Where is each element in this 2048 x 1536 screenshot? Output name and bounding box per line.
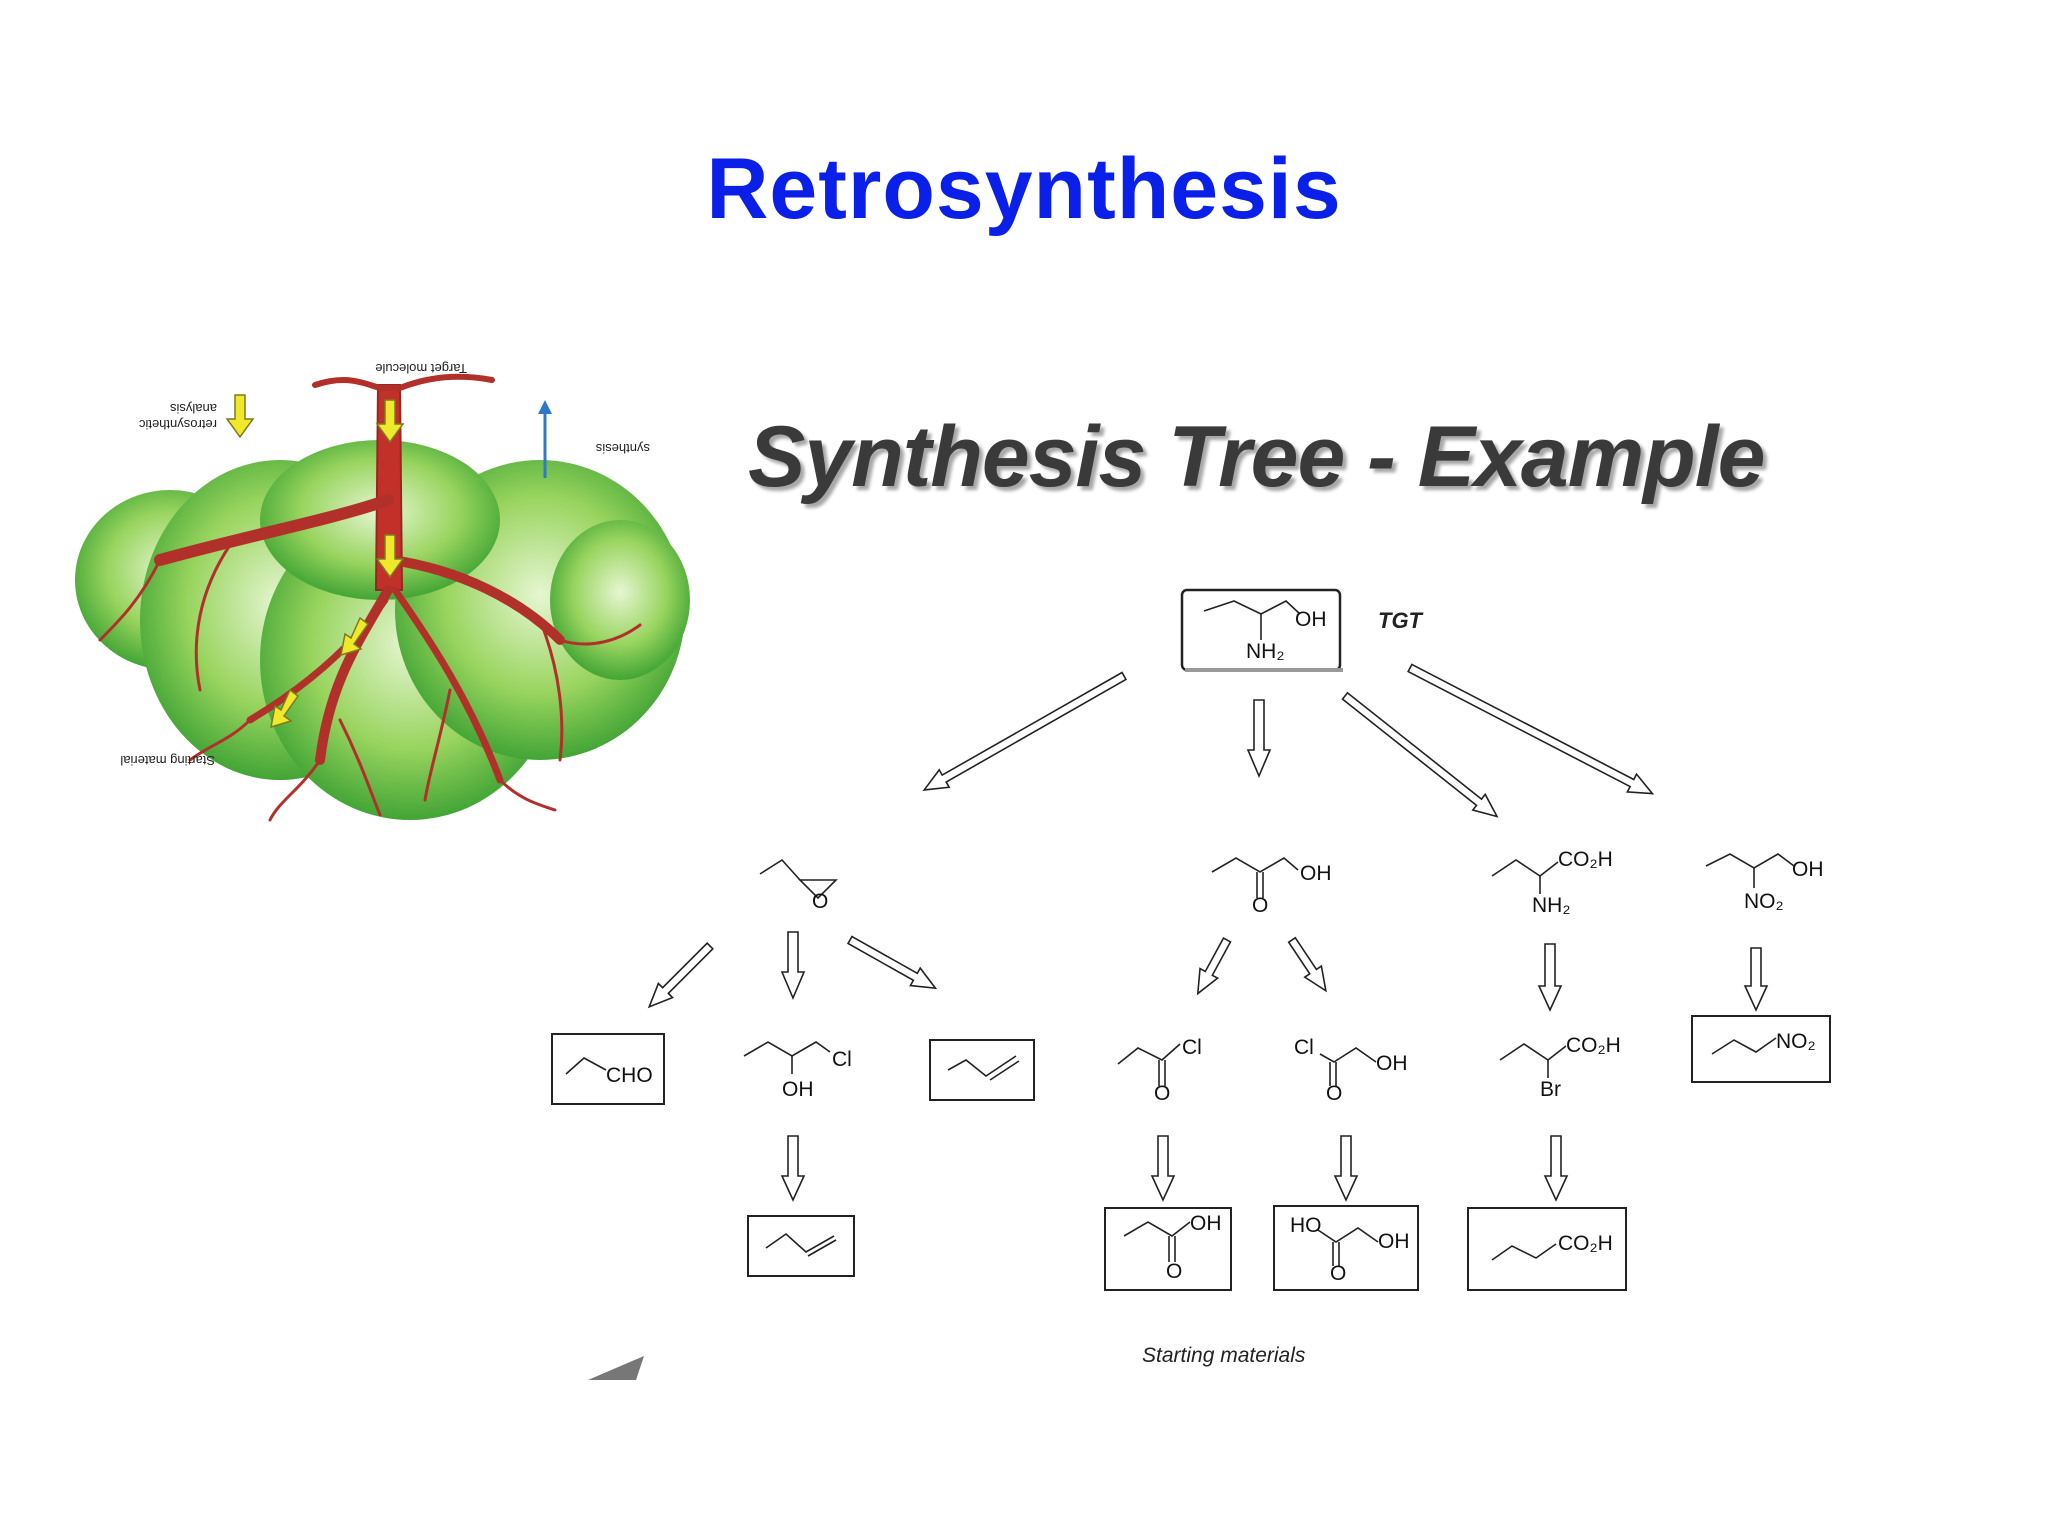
amino-acid-co2h: CO₂H [1558,848,1613,871]
hydroxyketone-molecule: OH O [1211,857,1332,917]
slide-title: Retrosynthesis [706,141,1342,237]
starting-materials-caption: Starting materials [1142,1344,1306,1367]
target-molecule-label: Target molecule [375,361,467,376]
target-nh2: NH₂ [1246,640,1284,663]
butene-molecule-2 [747,1215,855,1277]
chloro-hydroxy-o: O [1326,1082,1342,1105]
foliage [75,440,690,820]
propanoic-acid-molecule: OH O [1104,1207,1232,1291]
stray-mark [588,1356,644,1380]
propanoic-acid-o: O [1166,1260,1182,1283]
bromo-acid-co2h: CO₂H [1566,1034,1621,1057]
nitropropane-molecule: NO₂ [1691,1015,1831,1083]
target-tag: TGT [1378,608,1424,633]
glycolic-acid-ho: HO [1290,1214,1322,1237]
glycolic-acid-oh: OH [1378,1230,1410,1253]
chlorohydrin-molecule: Cl OH [743,1041,852,1101]
starting-material-label: Starting material [120,753,215,768]
bromo-acid-molecule: CO₂H Br [1499,1034,1621,1101]
butene-box-1 [929,1039,1035,1101]
butene-box-2 [747,1215,855,1277]
glycolic-acid-box [1273,1205,1419,1291]
level3-arrows [780,1135,1569,1202]
aldehyde-cho: CHO [606,1064,653,1087]
retro-arrows [225,394,405,729]
target-oh: OH [1295,608,1327,631]
analysis-label: analysis [170,401,217,416]
synthesis-arrow-head-icon [538,400,552,414]
glycolic-acid-molecule: HO OH O [1273,1205,1419,1291]
chloro-hydroxy-cl: Cl [1294,1036,1314,1059]
propanoic-acid-box [1104,1207,1232,1291]
level2-arrows [647,931,1769,1012]
nitro-alcohol-no2: NO₂ [1744,890,1784,913]
acid-chloride-o: O [1154,1082,1170,1105]
amino-acid-molecule: CO₂H NH₂ [1491,848,1613,917]
bromo-acid-br: Br [1540,1078,1561,1101]
retrosynthetic-label: retrosynthetic [138,417,217,432]
butanoic-acid-co2h: CO₂H [1558,1232,1613,1255]
chloro-hydroxy-molecule: Cl O OH [1294,1036,1408,1105]
acid-chloride-cl: Cl [1182,1036,1202,1059]
acid-chloride-molecule: Cl O [1117,1036,1202,1105]
chlorohydrin-oh: OH [782,1078,814,1101]
nitro-alcohol-oh: OH [1792,858,1824,881]
butene-molecule-1 [929,1039,1035,1101]
chloro-hydroxy-oh: OH [1376,1052,1408,1075]
propanoic-acid-oh: OH [1190,1212,1222,1235]
chlorohydrin-cl: Cl [832,1048,852,1071]
epoxide-molecule: O [759,858,838,913]
level1-arrows [922,663,1655,818]
nitro-alcohol-molecule: OH NO₂ [1705,853,1824,913]
hydroxyketone-oh: OH [1300,862,1332,885]
amino-acid-nh2: NH₂ [1532,894,1570,917]
glycolic-acid-o: O [1330,1262,1346,1285]
epoxide-o: O [812,890,828,913]
synthesis-label: synthesis [595,441,650,456]
target-molecule: OH NH₂ [1180,588,1343,672]
tree-illustration: Target molecule retrosynthetic analysis … [75,361,690,822]
aldehyde-molecule: CHO [551,1033,665,1105]
butanoic-acid-box [1467,1207,1627,1291]
hydroxyketone-o: O [1252,894,1268,917]
butanoic-acid-molecule: CO₂H [1467,1207,1627,1291]
nitropropane-no2: NO₂ [1776,1030,1816,1053]
tree-heading: Synthesis Tree - Example [748,409,1765,505]
